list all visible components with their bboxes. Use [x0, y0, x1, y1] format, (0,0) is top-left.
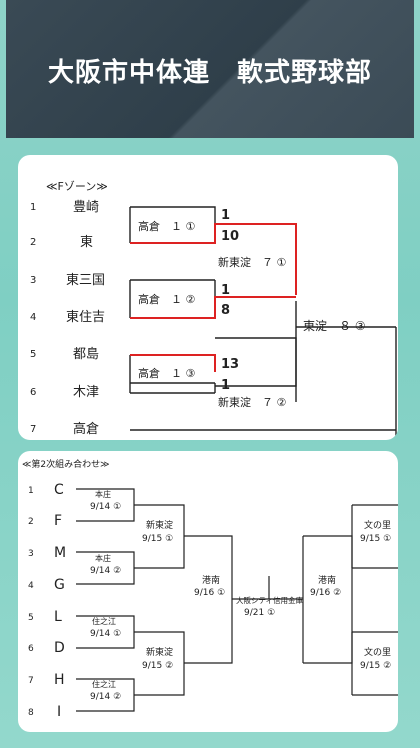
team-name: G [54, 577, 65, 593]
bracket-card-second-round[interactable]: ≪第2次組み合わせ≫ 1 2 3 4 5 6 7 8 C F M G L D H… [18, 451, 398, 732]
game-date: 9/15 ① [360, 534, 391, 544]
game-date: 9/16 ① [194, 588, 225, 598]
game-label: 東淀 ８ ③ [303, 319, 366, 333]
score: 10 [221, 229, 239, 244]
game-venue: 住之江 [92, 616, 116, 626]
team-number: 5 [30, 349, 36, 360]
game-date: 9/14 ① [90, 629, 121, 639]
team-name: I [57, 704, 61, 720]
game-date: 9/21 ① [244, 608, 275, 618]
game-label: 高倉 １ ① [138, 219, 195, 233]
game-venue: 新東淀 [146, 519, 173, 531]
team-number: 1 [28, 486, 34, 496]
team-name: L [54, 609, 62, 625]
team-number: 5 [28, 613, 34, 623]
team-name: 都島 [73, 347, 99, 362]
team-number: 2 [28, 517, 34, 527]
team-name: H [54, 672, 65, 688]
team-name: 高倉 [73, 421, 99, 437]
score: 1 [221, 283, 230, 298]
game-venue: 本庄 [95, 489, 111, 499]
score: 1 [221, 208, 230, 223]
game-label: 高倉 １ ③ [138, 366, 195, 380]
app-header: 大阪市中体連 軟式野球部 [6, 0, 414, 138]
team-number: 4 [28, 581, 34, 591]
game-date: 9/15 ② [142, 661, 173, 671]
second-round-bracket: ≪第2次組み合わせ≫ 1 2 3 4 5 6 7 8 C F M G L D H… [22, 458, 398, 720]
team-number: 2 [30, 237, 36, 248]
team-number: 4 [30, 312, 36, 323]
team-number: 1 [30, 202, 36, 213]
game-date: 9/15 ① [142, 534, 173, 544]
game-date: 9/15 ② [360, 661, 391, 671]
team-name: 東住吉 [66, 309, 105, 325]
game-venue: 文の里 [364, 519, 391, 531]
game-date: 9/14 ② [90, 566, 121, 576]
game-label: 高倉 １ ② [138, 292, 195, 306]
game-date: 9/14 ① [90, 502, 121, 512]
team-name: 豊崎 [73, 200, 99, 215]
game-venue: 文の里 [364, 646, 391, 658]
f-zone-bracket: ≪Fゾーン≫ 1 2 3 4 5 6 7 豊崎 東 東三国 東住吉 都島 木津 … [30, 180, 397, 440]
game-label: 新東淀 ７ ① [218, 255, 286, 269]
team-name: 東 [80, 234, 93, 250]
team-name: F [54, 513, 62, 529]
game-venue: 大阪シティ信用金庫 [236, 595, 304, 605]
page-title: 大阪市中体連 軟式野球部 [47, 58, 372, 88]
game-venue: 本庄 [95, 553, 111, 563]
team-number: 6 [30, 387, 36, 398]
team-number: 6 [28, 644, 34, 654]
game-venue: 住之江 [92, 679, 116, 689]
game-date: 9/14 ② [90, 692, 121, 702]
bracket-card-f-zone[interactable]: ≪Fゾーン≫ 1 2 3 4 5 6 7 豊崎 東 東三国 東住吉 都島 木津 … [18, 155, 398, 440]
game-date: 9/16 ② [310, 588, 341, 598]
team-number: 7 [30, 424, 36, 435]
score: 8 [221, 303, 230, 318]
score: 1 [221, 378, 230, 393]
game-venue: 港南 [202, 574, 220, 586]
team-number: 8 [28, 708, 34, 718]
score: 13 [221, 357, 239, 372]
bracket-title: ≪第2次組み合わせ≫ [22, 458, 110, 470]
team-number: 7 [28, 676, 34, 686]
team-number: 3 [30, 275, 36, 286]
team-name: 東三国 [66, 272, 105, 288]
team-number: 3 [28, 549, 34, 559]
team-name: M [54, 545, 66, 561]
team-name: D [54, 640, 65, 656]
game-venue: 港南 [318, 574, 336, 586]
game-venue: 新東淀 [146, 646, 173, 658]
team-name: C [54, 482, 64, 498]
bracket-title: ≪Fゾーン≫ [46, 180, 108, 193]
game-label: 新東淀 ７ ② [218, 395, 286, 409]
team-name: 木津 [73, 385, 99, 400]
